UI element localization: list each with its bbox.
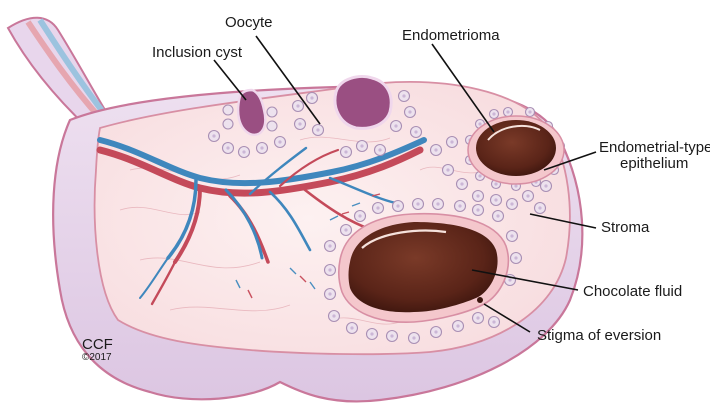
oocyte-follicle [335, 77, 391, 129]
follicle-nucleus [408, 110, 411, 113]
follicle-nucleus [492, 320, 495, 323]
follicle-nucleus [492, 112, 495, 115]
label-chocolate-fluid: Chocolate fluid [583, 283, 682, 300]
follicle-nucleus [344, 228, 347, 231]
label-epithelium: epithelium [620, 155, 688, 172]
follicle-nucleus [508, 278, 511, 281]
follicle-nucleus [544, 184, 547, 187]
label-inclusion-cyst: Inclusion cyst [152, 44, 243, 61]
follicle-nucleus [360, 144, 363, 147]
follicle-nucleus [538, 206, 541, 209]
follicle-nucleus [478, 174, 481, 177]
follicle-nucleus [476, 208, 479, 211]
follicle-nucleus [260, 146, 263, 149]
credit-year: ©2017 [82, 352, 112, 363]
follicle-nucleus [458, 204, 461, 207]
follicle-nucleus [436, 202, 439, 205]
follicle-nucleus [476, 194, 479, 197]
follicle-nucleus [494, 198, 497, 201]
follicle-nucleus [446, 168, 449, 171]
follicle-nucleus [478, 122, 481, 125]
follicle-nucleus [316, 128, 319, 131]
label-endometrioma: Endometrioma [402, 27, 500, 44]
follicle-nucleus [496, 214, 499, 217]
follicle-nucleus [510, 202, 513, 205]
follicle-nucleus [378, 148, 381, 151]
follicle-nucleus [296, 104, 299, 107]
endometrioma [468, 116, 564, 184]
follicle-nucleus [506, 110, 509, 113]
follicle-nucleus [226, 146, 229, 149]
follicle-nucleus [358, 214, 361, 217]
stigma-of-eversion-point [477, 297, 483, 303]
follicle-nucleus [212, 134, 215, 137]
follicle-nucleus [460, 182, 463, 185]
label-endometrial-type: Endometrial-type [599, 139, 710, 156]
follicle-nucleus [332, 314, 335, 317]
follicle-nucleus [450, 140, 453, 143]
label-oocyte: Oocyte [225, 14, 273, 31]
follicle-nucleus [390, 334, 393, 337]
label-stigma-of-eversion: Stigma of eversion [537, 327, 661, 344]
follicle-nucleus [298, 122, 301, 125]
follicle-nucleus [370, 332, 373, 335]
follicle-nucleus [514, 256, 517, 259]
follicle-nucleus [350, 326, 353, 329]
follicle-nucleus [376, 206, 379, 209]
follicle-nucleus [528, 110, 531, 113]
credit-name: CCF [82, 336, 113, 353]
follicle-nucleus [394, 124, 397, 127]
follicle-nucleus [242, 150, 245, 153]
follicle-nucleus [328, 292, 331, 295]
label-stroma: Stroma [601, 219, 650, 236]
follicle-nucleus [414, 130, 417, 133]
follicle-nucleus [494, 182, 497, 185]
follicle-nucleus [434, 330, 437, 333]
follicle-nucleus [510, 234, 513, 237]
follicle-nucleus [328, 268, 331, 271]
follicle-nucleus [476, 316, 479, 319]
follicle-nucleus [328, 244, 331, 247]
follicle-nucleus [344, 150, 347, 153]
follicle-nucleus [526, 194, 529, 197]
follicle-nucleus [434, 148, 437, 151]
follicle-nucleus [416, 202, 419, 205]
follicle-nucleus [396, 204, 399, 207]
follicle-nucleus [278, 140, 281, 143]
follicle-nucleus [310, 96, 313, 99]
follicle-nucleus [514, 184, 517, 187]
follicle-nucleus [456, 324, 459, 327]
follicle-nucleus [402, 94, 405, 97]
follicle-nucleus [412, 336, 415, 339]
